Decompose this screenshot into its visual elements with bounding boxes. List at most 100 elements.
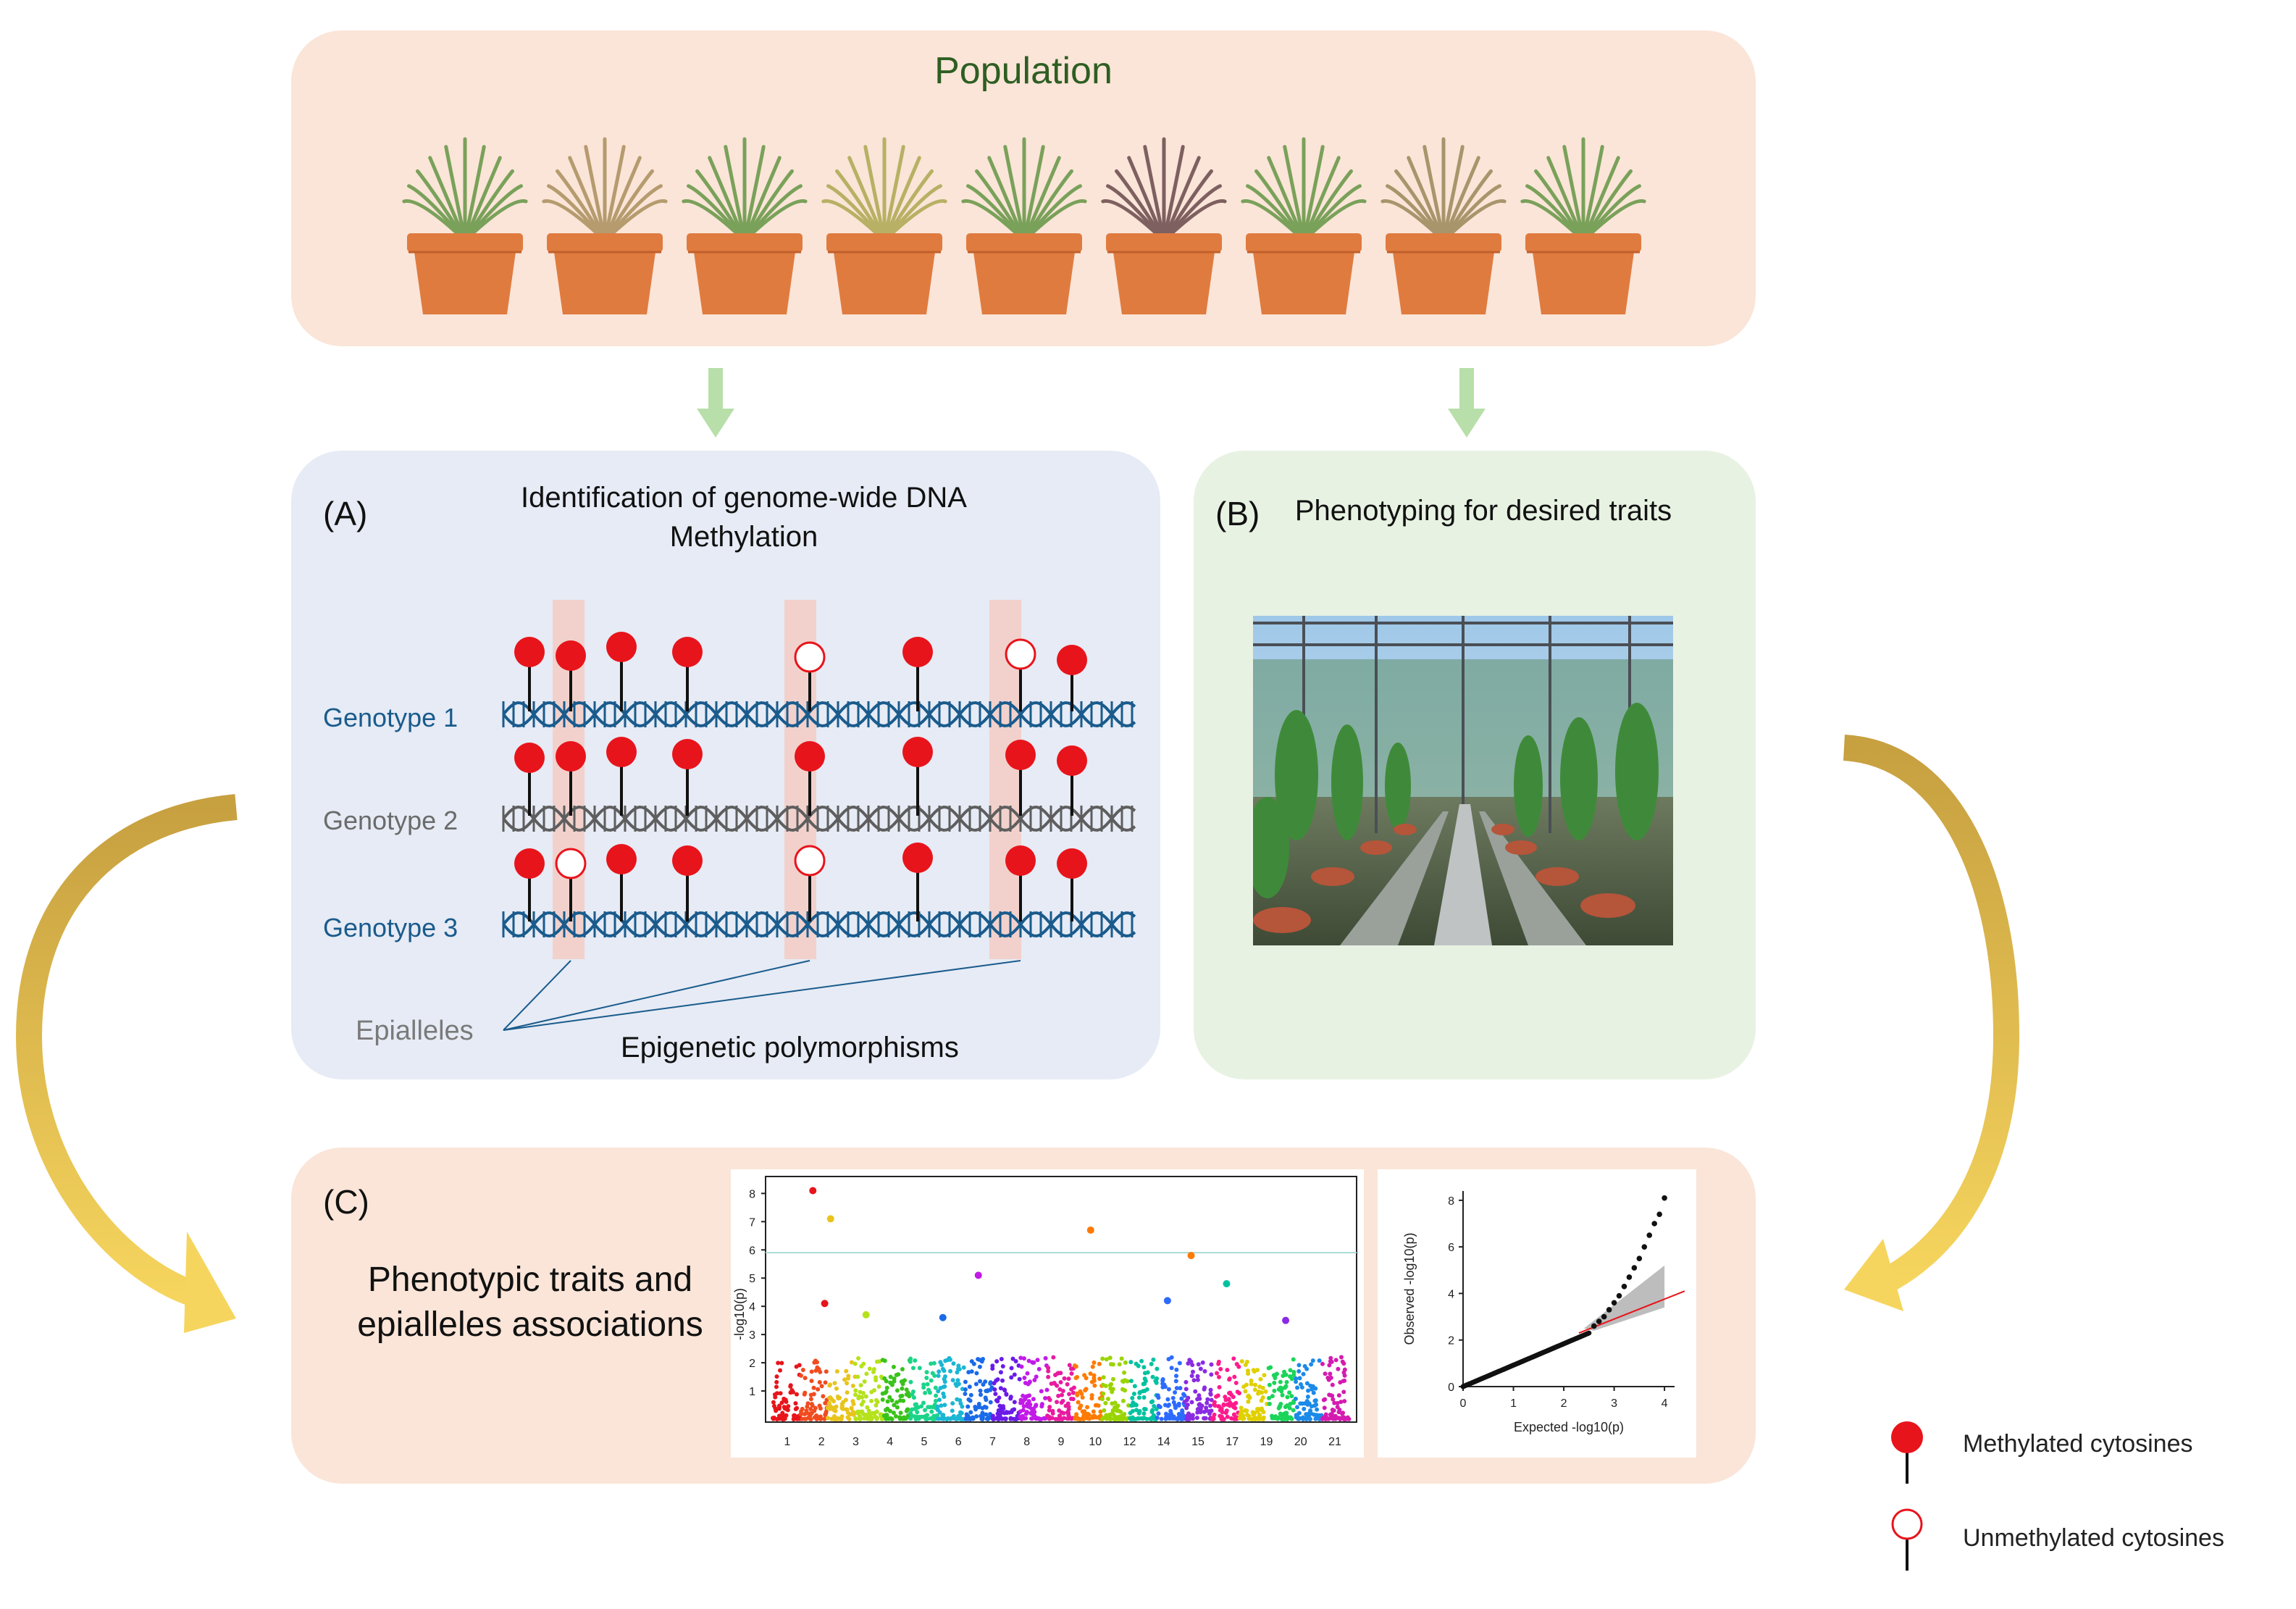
- epialleles-connectors: [503, 960, 1021, 1031]
- epialleles-label: Epialleles: [356, 1016, 474, 1046]
- methylated-cytosine: [514, 637, 545, 711]
- methylated-cytosine: [902, 843, 933, 921]
- unmethylated-cytosine: [794, 641, 826, 711]
- chromosome-label: 6: [955, 1436, 962, 1448]
- y-tick-label: 6: [1448, 1242, 1454, 1254]
- methylated-cytosine: [672, 845, 703, 921]
- y-tick-label: 8: [1448, 1195, 1454, 1208]
- methylated-cytosine: [672, 739, 703, 816]
- peak-point: [862, 1311, 870, 1318]
- chromosome-label: 14: [1157, 1436, 1170, 1448]
- peak-point: [1086, 1226, 1094, 1234]
- chromosome-label: 10: [1089, 1436, 1102, 1448]
- dna-methylation-diagram: [502, 600, 1136, 1031]
- peak-point: [826, 1215, 834, 1223]
- peak-point: [821, 1300, 829, 1308]
- methylated-cytosine: [556, 640, 586, 711]
- y-axis-label: -log10(p): [732, 1288, 747, 1340]
- y-tick-label: 4: [1448, 1288, 1454, 1300]
- methylated-cytosine: [902, 637, 933, 711]
- potted-plant: [542, 137, 668, 314]
- down-arrow-right: [1448, 368, 1486, 438]
- methylated-cytosine: [1057, 848, 1087, 921]
- unmethylated-cytosine: [555, 848, 587, 921]
- greenhouse-photo: [1253, 616, 1673, 945]
- chromosome-label: 17: [1225, 1436, 1239, 1448]
- curved-arrow-right: [1843, 735, 2020, 1311]
- methylated-legend-icon: [1891, 1421, 1923, 1484]
- chromosome-label: 4: [887, 1436, 893, 1448]
- chromosome-label: 20: [1294, 1436, 1307, 1448]
- x-tick-label: 3: [1611, 1397, 1617, 1410]
- y-axis-label: Observed -log10(p): [1402, 1232, 1417, 1345]
- methylated-cytosine: [902, 737, 933, 816]
- x-axis-label: Expected -log10(p): [1514, 1420, 1624, 1434]
- methylated-cytosine: [795, 741, 825, 816]
- qq-points: [1460, 1195, 1667, 1389]
- panel-a-title: Identification of genome-wide DNA Methyl…: [521, 482, 967, 553]
- dna-strand-genotype-2: [502, 806, 1136, 832]
- population-title: Population: [934, 50, 1113, 92]
- y-tick-label: 3: [749, 1329, 755, 1342]
- curved-arrow-left: [15, 794, 238, 1333]
- potted-plant: [961, 137, 1087, 314]
- population-panel: Population: [291, 30, 1756, 346]
- methylated-cytosine: [514, 743, 545, 816]
- methylated-cytosine: [1057, 745, 1087, 816]
- methylated-cytosine: [672, 637, 703, 711]
- x-tick-label: 4: [1662, 1397, 1668, 1410]
- manhattan-points: [771, 1187, 1352, 1421]
- x-tick-label: 1: [1510, 1397, 1517, 1410]
- y-tick-label: 6: [749, 1245, 755, 1257]
- potted-plant: [821, 137, 947, 314]
- methylated-cytosine: [606, 844, 637, 921]
- genotype-3-label: Genotype 3: [323, 913, 458, 943]
- y-tick-label: 0: [1448, 1382, 1454, 1394]
- chromosome-label: 12: [1123, 1436, 1136, 1448]
- peak-point: [809, 1187, 817, 1195]
- unmethylated-legend-icon: [1891, 1508, 1923, 1571]
- down-arrow-left: [697, 368, 734, 438]
- plot-frame: [765, 1176, 1357, 1423]
- dna-strand-genotype-3: [502, 911, 1136, 937]
- chromosome-label: 15: [1191, 1436, 1204, 1448]
- chromosome-label: 9: [1058, 1436, 1065, 1448]
- methylated-cytosine: [514, 848, 545, 921]
- peak-point: [1282, 1316, 1290, 1324]
- panel-c-label: (C): [323, 1183, 369, 1221]
- potted-plant: [682, 137, 808, 314]
- plant-pots: [402, 137, 1646, 314]
- methylated-cytosine: [1005, 740, 1036, 816]
- unmethylated-cytosine: [794, 845, 826, 921]
- methylated-cytosine: [606, 737, 637, 816]
- unmethylated-legend-label: Unmethylated cytosines: [1963, 1524, 2224, 1552]
- panel-c-title: Phenotypic traits and epialleles associa…: [357, 1261, 703, 1344]
- panel-b-title: Phenotyping for desired traits: [1294, 495, 1672, 527]
- y-tick-label: 8: [749, 1188, 755, 1200]
- methylated-legend-label: Methylated cytosines: [1963, 1430, 2193, 1458]
- y-tick-label: 1: [749, 1386, 755, 1398]
- x-tick-label: 0: [1460, 1397, 1467, 1410]
- y-tick-label: 4: [749, 1301, 755, 1313]
- peak-point: [939, 1313, 947, 1321]
- potted-plant: [1520, 137, 1646, 314]
- peak-point: [1223, 1280, 1231, 1288]
- confidence-band: [1583, 1265, 1665, 1331]
- genotype-1-label: Genotype 1: [323, 703, 458, 732]
- potted-plant: [1380, 137, 1507, 314]
- methylated-cytosine: [556, 741, 586, 816]
- peak-point: [1187, 1252, 1195, 1260]
- genotype-2-label: Genotype 2: [323, 806, 458, 835]
- methylated-cytosine: [1005, 845, 1036, 921]
- chromosome-label: 21: [1328, 1436, 1341, 1448]
- chromosome-label: 2: [818, 1436, 825, 1448]
- potted-plant: [402, 137, 528, 314]
- panel-a-label: (A): [323, 495, 368, 532]
- potted-plant: [1241, 137, 1367, 314]
- chromosome-label: 5: [921, 1436, 928, 1448]
- methylation-panel: (A) Identification of genome-wide DNA Me…: [291, 451, 1160, 1079]
- y-tick-label: 2: [749, 1358, 755, 1370]
- x-tick-label: 2: [1561, 1397, 1567, 1410]
